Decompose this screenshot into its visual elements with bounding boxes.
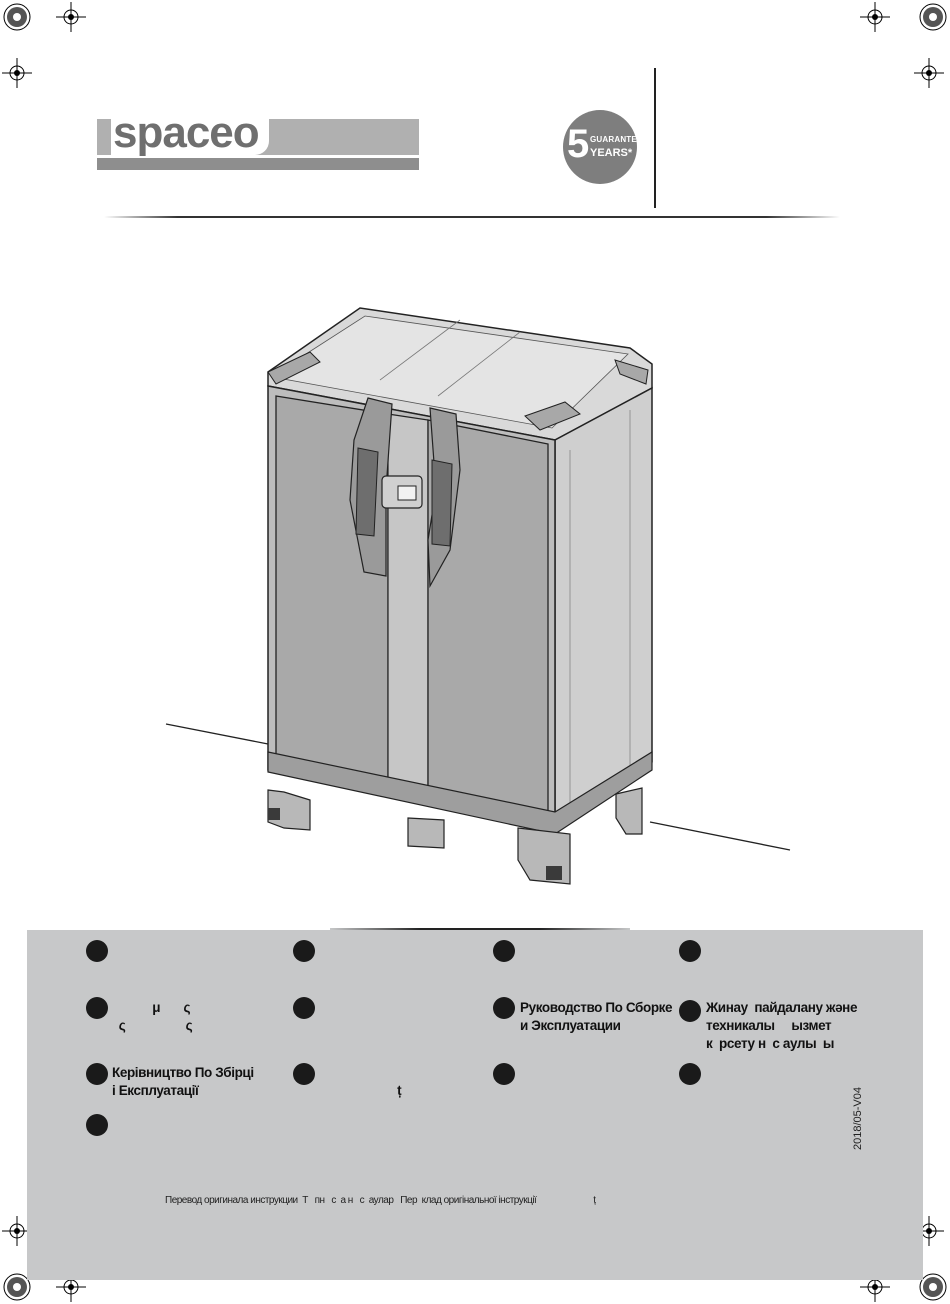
language-bullet-3 <box>493 940 515 962</box>
guarantee-label: GUARANTEE <box>590 135 643 144</box>
crosshair-mark-bottom-2 <box>860 1272 890 1302</box>
language-bullet-2 <box>293 940 315 962</box>
guarantee-years-number: 5 <box>567 122 590 166</box>
crosshair-mark-top-1 <box>56 2 86 32</box>
registration-mark-top-left <box>2 2 32 32</box>
language-title-greek: μ ς ς ς <box>118 1000 193 1033</box>
translation-note: Перевод оригинала инструкции Т пн с а н … <box>165 1195 596 1206</box>
language-title-romanian: ț <box>397 1083 402 1098</box>
header-divider <box>104 216 840 218</box>
language-bullet-11 <box>493 1063 515 1085</box>
vertical-divider <box>654 68 656 208</box>
spaceo-logo: spaceo <box>97 111 419 173</box>
document-version: 2018/05-V04 <box>852 1087 864 1150</box>
registration-mark-top-right <box>918 2 948 32</box>
registration-mark-bottom-right <box>918 1272 948 1302</box>
cabinet-illustration <box>160 300 800 890</box>
guarantee-years-label: YEARS* <box>590 147 633 159</box>
crosshair-mark-right-1 <box>914 58 944 88</box>
language-bullet-ukrainian <box>86 1063 108 1085</box>
panel-top-rule <box>330 928 630 930</box>
language-bullet-4 <box>679 940 701 962</box>
logo-wordmark: spaceo <box>111 111 269 155</box>
language-bullet-12 <box>679 1063 701 1085</box>
language-panel <box>27 930 923 1280</box>
logo-bar-bottom <box>97 158 419 170</box>
language-bullet-6 <box>293 997 315 1019</box>
language-title-kazakh: Жинау пайдалану және техникалы ызмет к р… <box>706 1000 858 1051</box>
language-bullet-1 <box>86 940 108 962</box>
language-title-ukrainian: Керівництво По Збірці і Експлуатації <box>112 1065 254 1098</box>
crosshair-mark-left-1 <box>2 58 32 88</box>
language-title-russian: Руководство По Сборке и Эксплуатации <box>520 1000 673 1033</box>
language-bullet-13 <box>86 1114 108 1136</box>
crosshair-mark-top-2 <box>860 2 890 32</box>
registration-mark-bottom-left <box>2 1272 32 1302</box>
language-bullet-russian <box>493 997 515 1019</box>
language-bullet-5 <box>86 997 108 1019</box>
language-bullet-kazakh <box>679 1000 701 1022</box>
language-bullet-romanian <box>293 1063 315 1085</box>
guarantee-badge: 5 GUARANTEE YEARS* <box>563 110 642 184</box>
